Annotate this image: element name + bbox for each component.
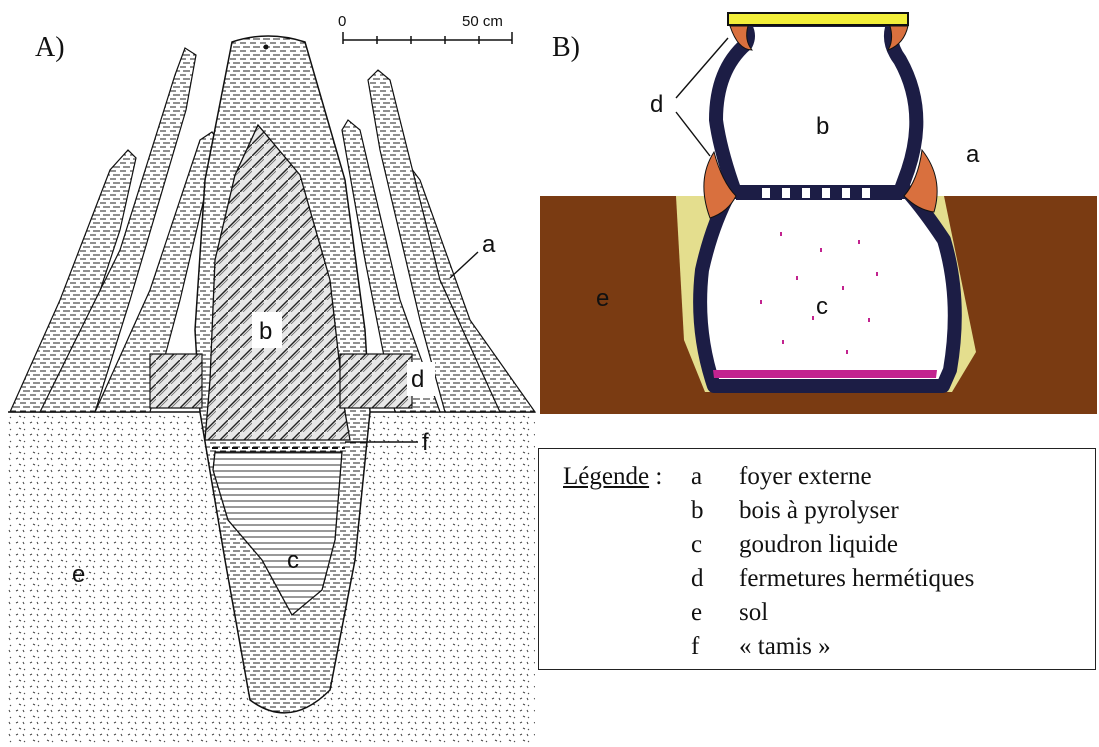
legend-key: d [691,565,739,593]
panel-a-seal-left [150,354,202,408]
legend-text: bois à pyrolyser [739,497,899,524]
legend-key: a [691,463,739,491]
legend-text: sol [739,599,768,626]
panel-a-leader-a [450,252,478,278]
panel-a-label: A) [35,32,65,63]
panel-a-scale-bar [343,32,512,44]
panel-a-letter-b: b [259,318,272,345]
panel-a-letter-f: f [422,429,429,456]
panel-b-lower-vessel [700,192,955,386]
legend-title: Légende : [563,463,662,491]
panel-a-letter-d: d [411,366,424,393]
legend-key: b [691,497,739,525]
panel-b-letter-d: d [650,91,663,118]
panel-b-letter-a: a [966,141,980,168]
legend-text: fermetures hermétiques [739,565,974,592]
panel-a-letter-a: a [482,231,496,258]
legend-key: f [691,633,739,661]
legend-item-f: f« tamis » [691,633,831,661]
panel-a-vent [264,45,269,50]
legend-text: goudron liquide [739,531,898,558]
legend-text: foyer externe [739,463,872,490]
panel-b-tar [713,370,937,378]
panel-b-letter-b: b [816,113,829,140]
panel-b: B) [540,13,1097,414]
panel-b-partition [736,186,902,200]
panel-b-leader-d-lower [676,112,710,156]
panel-a: 0 50 cm A) a b c d e f [8,13,535,744]
panel-a-seal-right [340,354,412,408]
scale-end-label: 50 cm [462,13,503,30]
panel-b-lid [728,13,908,25]
legend-title-text: Légende [563,463,649,490]
panel-a-letter-c: c [287,547,299,574]
scale-start-label: 0 [338,13,346,30]
legend-title-separator: : [649,463,662,490]
panel-b-letter-e: e [596,285,609,312]
legend-key: c [691,531,739,559]
legend-key: e [691,599,739,627]
panel-a-letter-e: e [72,561,85,588]
legend-text: « tamis » [739,633,831,660]
panel-b-letter-c: c [816,293,828,320]
panel-b-label: B) [552,32,580,63]
